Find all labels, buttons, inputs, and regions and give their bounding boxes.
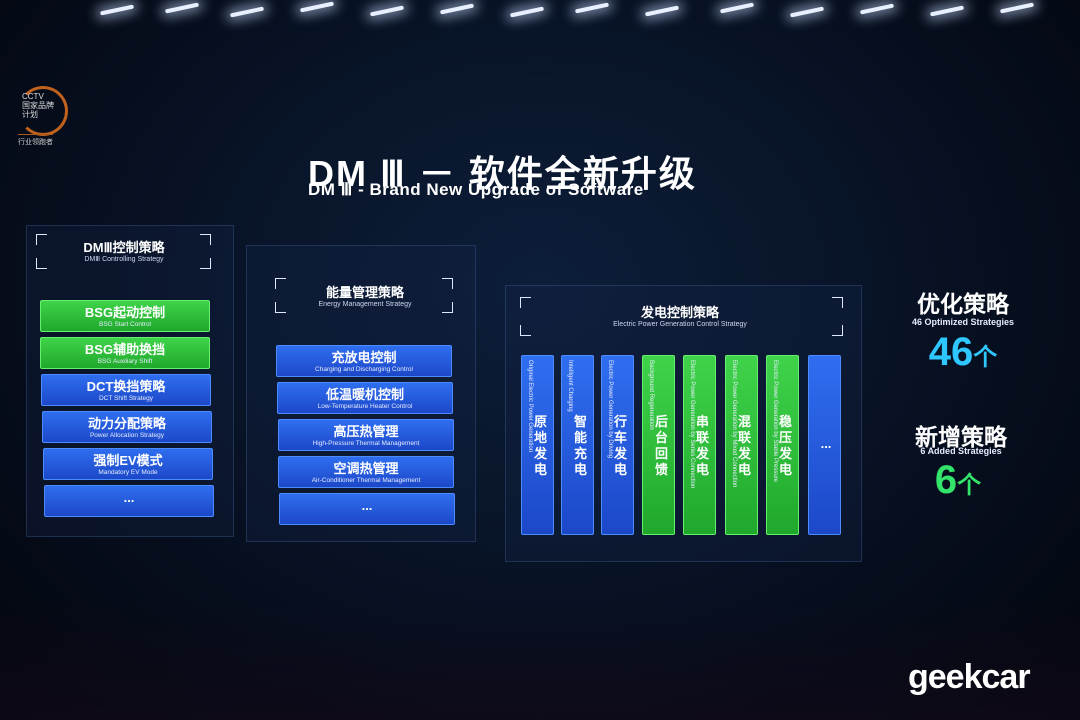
logo-line2: 计划 bbox=[22, 110, 38, 119]
energy-heading-en: Energy Management Strategy bbox=[318, 301, 412, 308]
dm3-item-en: DCT Shift Strategy bbox=[98, 395, 154, 402]
energy-item-charging: 充放电控制 Charging and Discharging Control bbox=[276, 345, 452, 377]
power-col-zh: 原地发电 bbox=[534, 414, 548, 477]
power-col-zh: 混联发电 bbox=[738, 414, 752, 477]
optimized-count-value: 46 bbox=[928, 330, 974, 374]
dm3-item-zh: 强制EV模式 bbox=[93, 453, 163, 468]
energy-item-zh: ... bbox=[361, 498, 373, 513]
power-col-intelligent-charging: Intelligent Charging 智能充电 bbox=[561, 355, 594, 535]
added-strategies-count: 6个 bbox=[888, 458, 1028, 503]
page-subtitle: DM Ⅲ - Brand New Upgrade of Software bbox=[308, 180, 644, 199]
dm3-item-zh: BSG起动控制 bbox=[84, 305, 166, 320]
dm3-item-zh: BSG辅助换挡 bbox=[84, 342, 166, 357]
energy-item-en: Charging and Discharging Control bbox=[315, 366, 413, 373]
energy-item-en: Low-Temperature Heater Control bbox=[317, 403, 413, 410]
power-col-mixed: Electric Power Generation by Mixed Conne… bbox=[725, 355, 758, 535]
power-col-zh: 后台回馈 bbox=[655, 414, 669, 477]
energy-item-en: Air-Conditioner Thermal Management bbox=[311, 477, 421, 484]
cctv-logo: CCTV 国家品牌 计划 行业领跑者 bbox=[14, 86, 70, 148]
power-col-driving: Electric Power Generation by Driving 行车发… bbox=[601, 355, 634, 535]
dm3-item-power-allocation: 动力分配策略 Power Allocation Strategy bbox=[42, 411, 212, 443]
logo-bottom: 行业领跑者 bbox=[18, 134, 53, 147]
dm3-control-heading-en: DMⅢ Controlling Strategy bbox=[84, 256, 164, 263]
energy-item-more: ... bbox=[279, 493, 455, 525]
energy-item-zh: 低温暖机控制 bbox=[325, 387, 404, 402]
energy-item-heater: 低温暖机控制 Low-Temperature Heater Control bbox=[277, 382, 453, 414]
added-count-value: 6 bbox=[934, 458, 958, 502]
dm3-control-heading: DMⅢ控制策略 DMⅢ Controlling Strategy bbox=[46, 240, 202, 264]
power-col-stable-pressure: Electric Power Generation by Stable Pres… bbox=[766, 355, 799, 535]
optimized-strategies-title: 优化策略 bbox=[917, 291, 1009, 317]
dm3-item-bsg-start: BSG起动控制 BSG Start Control bbox=[40, 300, 210, 332]
dm3-item-en: BSG Auxiliary Shift bbox=[97, 358, 153, 365]
dm3-item-en: Mandatory EV Mode bbox=[98, 469, 158, 476]
added-strategies-en: 6 Added Strategies bbox=[920, 446, 1002, 456]
dm3-item-dct-shift: DCT换挡策略 DCT Shift Strategy bbox=[41, 374, 211, 406]
optimized-strategies-en: 46 Optimized Strategies bbox=[911, 317, 1015, 327]
power-col-zh: 行车发电 bbox=[614, 414, 628, 477]
power-col-en: Electric Power Generation by Mixed Conne… bbox=[731, 360, 737, 488]
power-col-zh: 稳压发电 bbox=[779, 414, 793, 477]
energy-item-zh: 空调热管理 bbox=[333, 461, 399, 476]
power-col-en: Electric Power Generation by Stable Pres… bbox=[772, 360, 778, 483]
power-col-en: Electric Power Generation by Series Conn… bbox=[689, 360, 695, 489]
energy-item-en: High-Pressure Thermal Management bbox=[312, 440, 420, 447]
power-generation-heading: 发电控制策略 Electric Power Generation Control… bbox=[560, 305, 800, 329]
energy-item-zh: 高压热管理 bbox=[333, 424, 399, 439]
power-col-zh: 智能充电 bbox=[574, 414, 588, 477]
dm3-item-more: ... bbox=[44, 485, 214, 517]
dm3-item-zh: DCT换挡策略 bbox=[86, 379, 166, 394]
power-col-more: ... bbox=[808, 355, 841, 535]
power-col-en: Background Regeneration bbox=[648, 360, 654, 430]
dm3-item-en: BSG Start Control bbox=[98, 321, 152, 328]
logo-top: CCTV bbox=[22, 92, 44, 101]
dm3-item-bsg-shift: BSG辅助换挡 BSG Auxiliary Shift bbox=[40, 337, 210, 369]
power-heading-en: Electric Power Generation Control Strate… bbox=[613, 321, 747, 328]
power-col-original: Original Electric Power Generation 原地发电 bbox=[521, 355, 554, 535]
added-count-unit: 个 bbox=[957, 472, 982, 499]
power-col-en: Original Electric Power Generation bbox=[527, 360, 533, 453]
added-strategies-title: 新增策略 bbox=[915, 424, 1007, 450]
dm3-item-ev-mode: 强制EV模式 Mandatory EV Mode bbox=[43, 448, 213, 480]
energy-management-heading: 能量管理策略 Energy Management Strategy bbox=[290, 285, 440, 309]
energy-item-zh: 充放电控制 bbox=[331, 350, 397, 365]
energy-item-high-pressure: 高压热管理 High-Pressure Thermal Management bbox=[278, 419, 454, 451]
dm3-control-heading-zh: DMⅢ控制策略 bbox=[83, 240, 165, 255]
floor-glow bbox=[0, 600, 1080, 720]
dm3-item-en: Power Allocation Strategy bbox=[89, 432, 165, 439]
power-col-series: Electric Power Generation by Series Conn… bbox=[683, 355, 716, 535]
power-col-zh: 串联发电 bbox=[696, 414, 710, 477]
power-heading-zh: 发电控制策略 bbox=[640, 305, 719, 320]
logo-line1: 国家品牌 bbox=[22, 101, 54, 110]
geekcar-watermark: geekcar bbox=[908, 658, 1031, 696]
power-col-en: Electric Power Generation by Driving bbox=[607, 360, 613, 459]
power-col-zh: ... bbox=[820, 436, 832, 451]
dm3-item-zh: 动力分配策略 bbox=[87, 416, 166, 431]
optimized-strategies-count: 46个 bbox=[893, 330, 1033, 375]
power-col-background-regeneration: Background Regeneration 后台回馈 bbox=[642, 355, 675, 535]
optimized-count-unit: 个 bbox=[973, 344, 998, 371]
dm3-item-zh: ... bbox=[123, 490, 135, 505]
page-title: DM Ⅲ － 软件全新升级 bbox=[308, 153, 697, 194]
power-col-en: Intelligent Charging bbox=[567, 360, 573, 412]
energy-item-air-conditioner: 空调热管理 Air-Conditioner Thermal Management bbox=[278, 456, 454, 488]
energy-heading-zh: 能量管理策略 bbox=[325, 285, 404, 300]
stage-lights bbox=[0, 0, 1080, 40]
